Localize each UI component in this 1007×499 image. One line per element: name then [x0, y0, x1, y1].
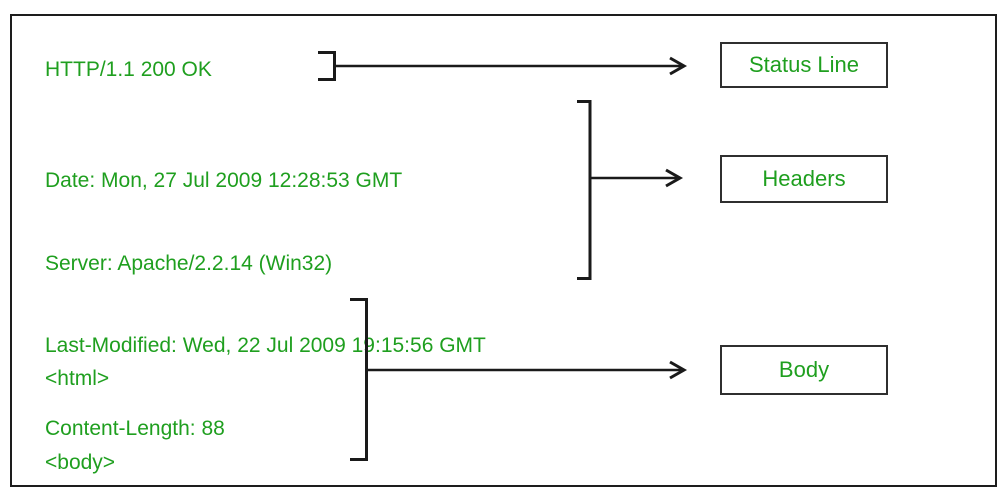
body-text-block: <html> <body> <h1>Hello, World!</h1> </b… — [45, 309, 266, 499]
header-line-date: Date: Mon, 27 Jul 2009 12:28:53 GMT — [45, 169, 403, 192]
body-line-body-open: <body> — [45, 451, 116, 474]
header-line-last-modified: Last-Modified: Wed, 22 Jul 2009 19:15:56… — [45, 334, 486, 357]
headers-label: Headers — [762, 166, 846, 191]
body-label: Body — [778, 357, 830, 382]
header-line-server: Server: Apache/2.2.14 (Win32) — [45, 251, 333, 275]
status-line-label: Status Line — [748, 52, 860, 77]
status-line-label-box: Status Line — [720, 42, 888, 88]
status-line-text: HTTP/1.1 200 OK — [45, 58, 212, 81]
body-line-html-open: <html> — [45, 367, 110, 390]
headers-label-box: Headers — [720, 155, 888, 203]
header-line-content-length: Content-Length: 88 — [45, 416, 225, 440]
diagram-outer-border — [10, 14, 997, 487]
headers-text-block: Date: Mon, 27 Jul 2009 12:28:53 GMT Serv… — [45, 112, 486, 499]
body-label-box: Body — [720, 345, 888, 395]
